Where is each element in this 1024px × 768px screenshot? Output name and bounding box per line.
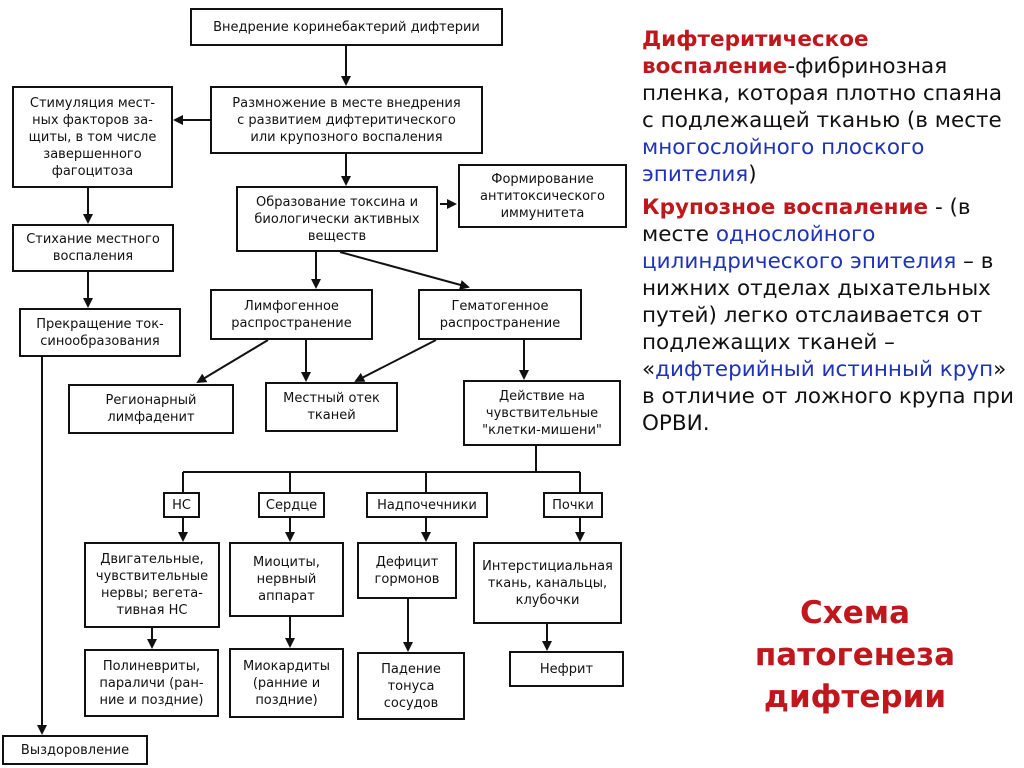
term-croupous: Крупозное воспаление xyxy=(642,195,929,220)
term-diphtheritic: Дифтеритическое воспаление xyxy=(642,27,869,79)
node-polyneuritis: Полиневриты, параличи (ран- ние и поздни… xyxy=(84,649,219,717)
node-hematogenic: Гематогенное распространение xyxy=(418,289,582,340)
node-intro: Внедрение коринебактерий дифтерии xyxy=(190,8,503,46)
node-nerves: Двигательные, чувствительные нервы; веге… xyxy=(84,542,220,628)
p1-body: -фибринозная пленка, которая плотно спая… xyxy=(642,54,1003,133)
node-action: Действие на чувствительные "клетки-мишен… xyxy=(463,380,621,446)
arrow-lymph-region xyxy=(196,339,269,384)
node-edema: Местный отек тканей xyxy=(265,382,398,432)
node-recovery: Выздоровление xyxy=(2,735,148,765)
node-stop-toxin: Прекращение ток- синообразования xyxy=(19,308,181,357)
node-toxin: Образование токсина и биологически актив… xyxy=(236,186,438,252)
p1-blue: многослойного плоского эпителия xyxy=(642,135,925,187)
p2-c: » в отличие от ложного крупа при ОРВИ. xyxy=(642,357,1015,436)
p2-blue2: дифтерийный истинный круп xyxy=(655,357,994,382)
node-hormone-deficit: Дефицит гормонов xyxy=(357,542,457,599)
arrow-toxin-hemat xyxy=(339,251,470,290)
p1-end: ) xyxy=(748,162,757,187)
node-heart: Сердце xyxy=(258,492,325,518)
node-tonus: Падение тонуса сосудов xyxy=(357,652,465,720)
node-regional: Регионарный лимфаденит xyxy=(68,384,234,434)
node-myocytes: Миоциты, нервный аппарат xyxy=(229,542,344,617)
p2-b: – в нижних отделах дыхательных путей) ле… xyxy=(642,249,994,382)
paragraph-diphtheritic: Дифтеритическое воспаление-фибринозная п… xyxy=(642,26,1014,188)
arrow-hemat-edema xyxy=(354,339,437,382)
node-stimulation: Стимуляция мест- ных факторов за- щиты, … xyxy=(12,86,173,188)
node-nephritis: Нефрит xyxy=(509,651,624,687)
node-myocarditis: Миокардиты (ранние и поздние) xyxy=(229,648,344,718)
p2-blue: однослойного цилиндрического эпителия xyxy=(642,222,957,274)
node-adrenal: Надпочечники xyxy=(366,492,488,518)
node-kidney: Почки xyxy=(543,492,603,518)
node-lymphogenic: Лимфогенное распространение xyxy=(210,289,373,340)
node-ns: НС xyxy=(163,492,200,518)
paragraph-croupous: Крупозное воспаление - (в месте однослой… xyxy=(642,194,1014,437)
node-immunity: Формирование антитоксического иммунитета xyxy=(458,164,627,228)
p2-a: - (в месте xyxy=(642,195,971,247)
slide-title: Схема патогенеза дифтерии xyxy=(754,595,956,715)
node-multiplication: Размножение в месте внедрения с развитие… xyxy=(210,86,483,154)
node-interstitial: Интерстициальная ткань, канальцы, клубоч… xyxy=(473,542,622,624)
description-text: Дифтеритическое воспаление-фибринозная п… xyxy=(642,26,1014,437)
node-subsiding: Стихание местного воспаления xyxy=(12,224,174,272)
